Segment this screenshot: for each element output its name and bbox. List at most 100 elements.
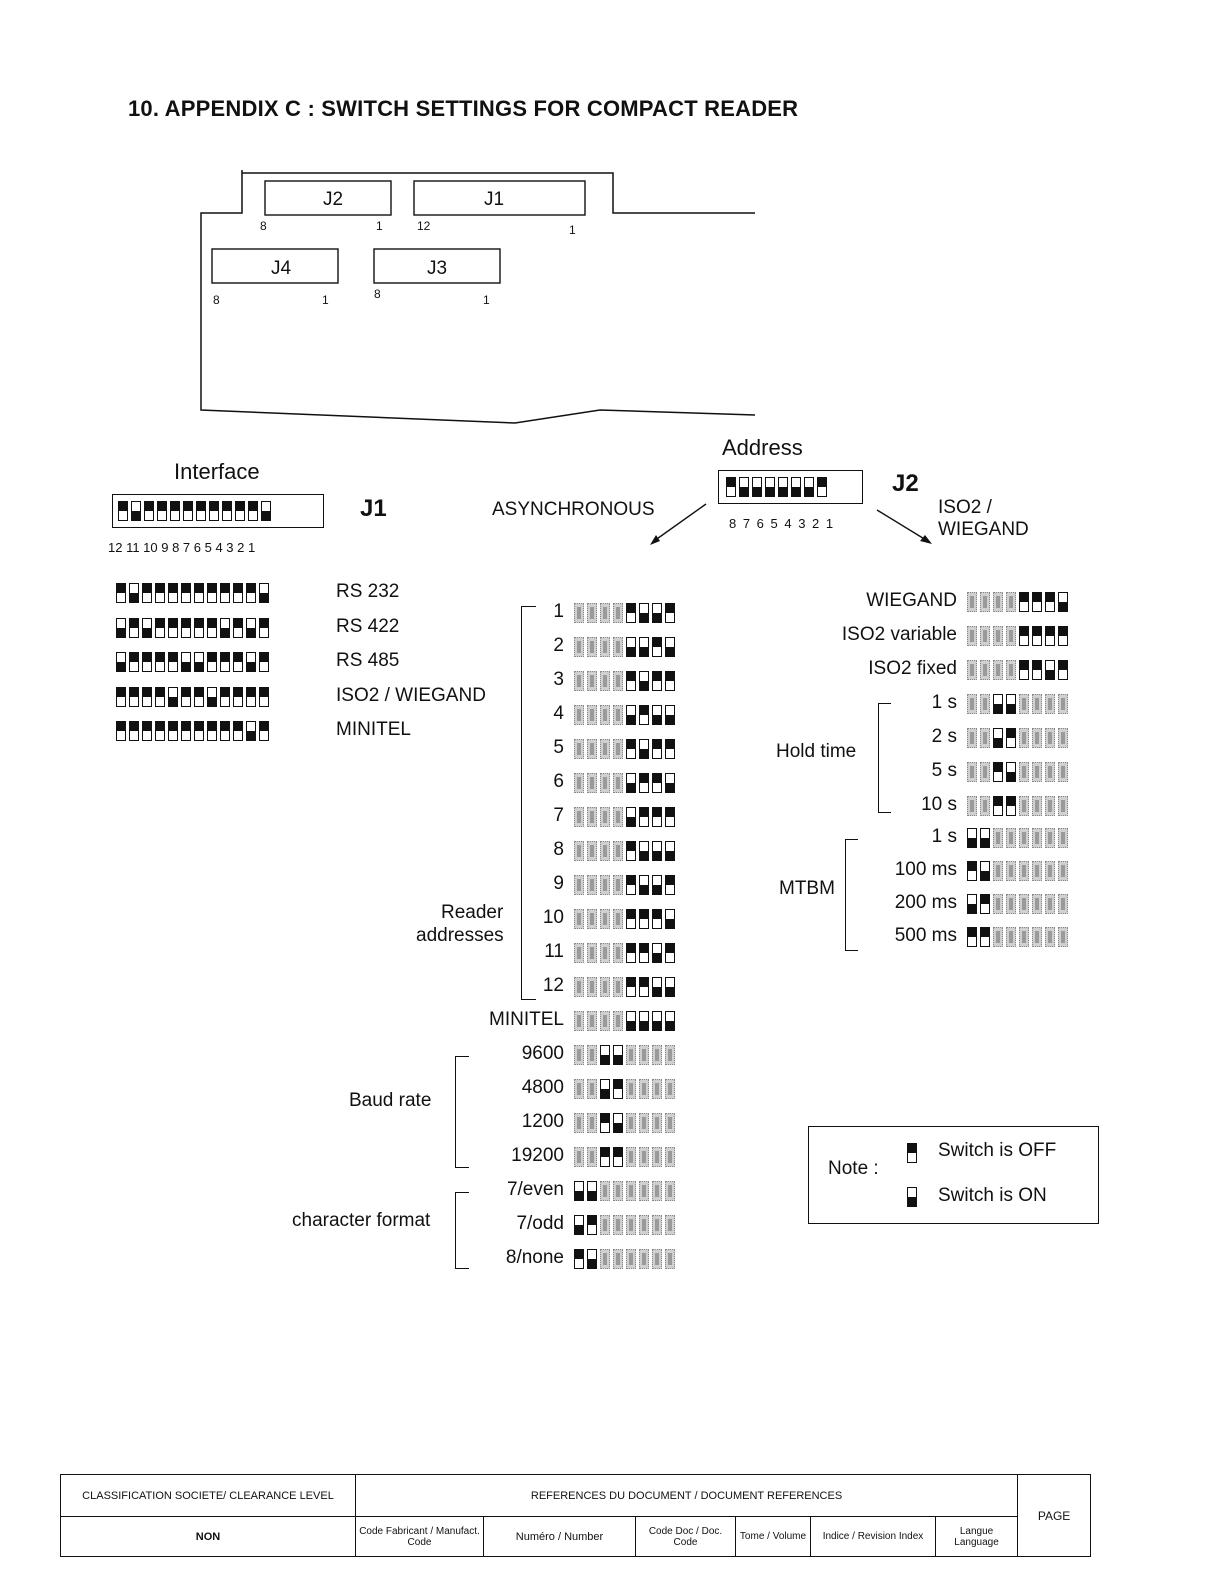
switch-off (194, 686, 204, 707)
switch-dontcare (1006, 592, 1016, 612)
switch-dontcare (1019, 728, 1029, 748)
switch-off (142, 686, 152, 707)
switch-dontcare (600, 739, 610, 759)
switch-dontcare (613, 1249, 623, 1269)
async-row-label: 11 (544, 941, 564, 962)
switch-off (980, 927, 990, 947)
switch-off (993, 796, 1003, 816)
interface-row-label: RS 232 (336, 581, 400, 602)
footer-table: CLASSIFICATION SOCIETE/ CLEARANCE LEVEL … (60, 1474, 1092, 1557)
switch-off (652, 637, 662, 657)
reader-addresses-brace (521, 606, 536, 1000)
page-header: PAGE (1017, 1474, 1092, 1557)
switch-dontcare (574, 943, 584, 963)
switch-dontcare (1019, 762, 1029, 782)
switch-off (652, 773, 662, 793)
switch-dontcare (665, 1181, 675, 1201)
switch-dontcare (980, 762, 990, 782)
switch-dontcare (626, 1249, 636, 1269)
switch-off (652, 807, 662, 827)
switch-on (778, 477, 788, 497)
iso-row-switches (967, 927, 1068, 947)
switch-dontcare (600, 943, 610, 963)
switch-dontcare (613, 909, 623, 929)
j1-pin-right: 1 (569, 223, 576, 237)
switch-dontcare (574, 807, 584, 827)
switch-off (142, 583, 152, 603)
async-label: ASYNCHRONOUS (492, 499, 655, 520)
switch-on (574, 1215, 584, 1235)
iso-row-label: 1 s (931, 692, 957, 713)
switch-dontcare (1019, 694, 1029, 714)
switch-dontcare (1006, 660, 1016, 680)
async-row-switches (574, 1113, 675, 1133)
async-row-switches (574, 1079, 675, 1099)
switch-on (967, 828, 977, 848)
switch-on (129, 583, 139, 603)
switch-off (118, 501, 128, 521)
note-box (808, 1126, 1099, 1224)
switch-dontcare (600, 671, 610, 691)
switch-dontcare (613, 1215, 623, 1235)
switch-off (613, 1079, 623, 1099)
iso-row-switches (967, 592, 1068, 612)
switch-off (129, 721, 139, 741)
switch-dontcare (600, 875, 610, 895)
switch-off (626, 943, 636, 963)
switch-dontcare (574, 1147, 584, 1167)
switch-off (626, 909, 636, 929)
switch-on (261, 501, 271, 521)
switch-dontcare (574, 909, 584, 929)
switch-dontcare (613, 705, 623, 725)
switch-dontcare (600, 637, 610, 657)
iso-row-label: ISO2 fixed (868, 658, 957, 679)
switch-on (639, 637, 649, 657)
switch-on (1006, 762, 1016, 782)
switch-off (129, 652, 139, 672)
switch-on (639, 841, 649, 861)
number-header: Numéro / Number (483, 1516, 636, 1557)
revision-header: Indice / Revision Index (810, 1516, 936, 1557)
switch-dontcare (665, 1215, 675, 1235)
async-row-label: 1200 (521, 1111, 564, 1132)
switch-dontcare (665, 1147, 675, 1167)
iso-row-label: 1 s (931, 826, 957, 847)
switch-dontcare (587, 773, 597, 793)
switch-dontcare (574, 977, 584, 997)
switch-dontcare (1032, 861, 1042, 881)
switch-off (600, 1113, 610, 1133)
switch-dontcare (574, 841, 584, 861)
switch-off (155, 686, 165, 707)
iso-row-label: ISO2 variable (841, 624, 957, 645)
async-row-switches (574, 977, 675, 997)
switch-off (155, 721, 165, 741)
switch-off (626, 671, 636, 691)
note-off-switch (907, 1143, 917, 1163)
switch-off (600, 1147, 610, 1167)
switch-dontcare (613, 637, 623, 657)
switch-on (1058, 592, 1068, 612)
switch-on (246, 617, 256, 638)
switch-on (665, 773, 675, 793)
hold-time-brace (878, 703, 891, 813)
switch-off (142, 652, 152, 672)
switch-dontcare (626, 1147, 636, 1167)
switch-on (587, 1249, 597, 1269)
switch-off (233, 617, 243, 638)
async-row-switches (574, 773, 675, 793)
switch-dontcare (652, 1113, 662, 1133)
async-row-switches (574, 1249, 675, 1269)
j1-pin-numbers: 12 11 10 9 8 7 6 5 4 3 2 1 (108, 540, 256, 555)
switch-off (259, 686, 269, 707)
doc-code-header: Code Doc / Doc. Code (635, 1516, 736, 1557)
switch-on (765, 477, 775, 497)
switch-on (652, 705, 662, 725)
switch-off (967, 861, 977, 881)
connector-j2-label: J2 (323, 189, 344, 210)
switch-off (665, 875, 675, 895)
switch-on (665, 705, 675, 725)
switch-dontcare (587, 1113, 597, 1133)
switch-off (246, 583, 256, 603)
switch-off (1058, 660, 1068, 680)
switch-on (665, 637, 675, 657)
